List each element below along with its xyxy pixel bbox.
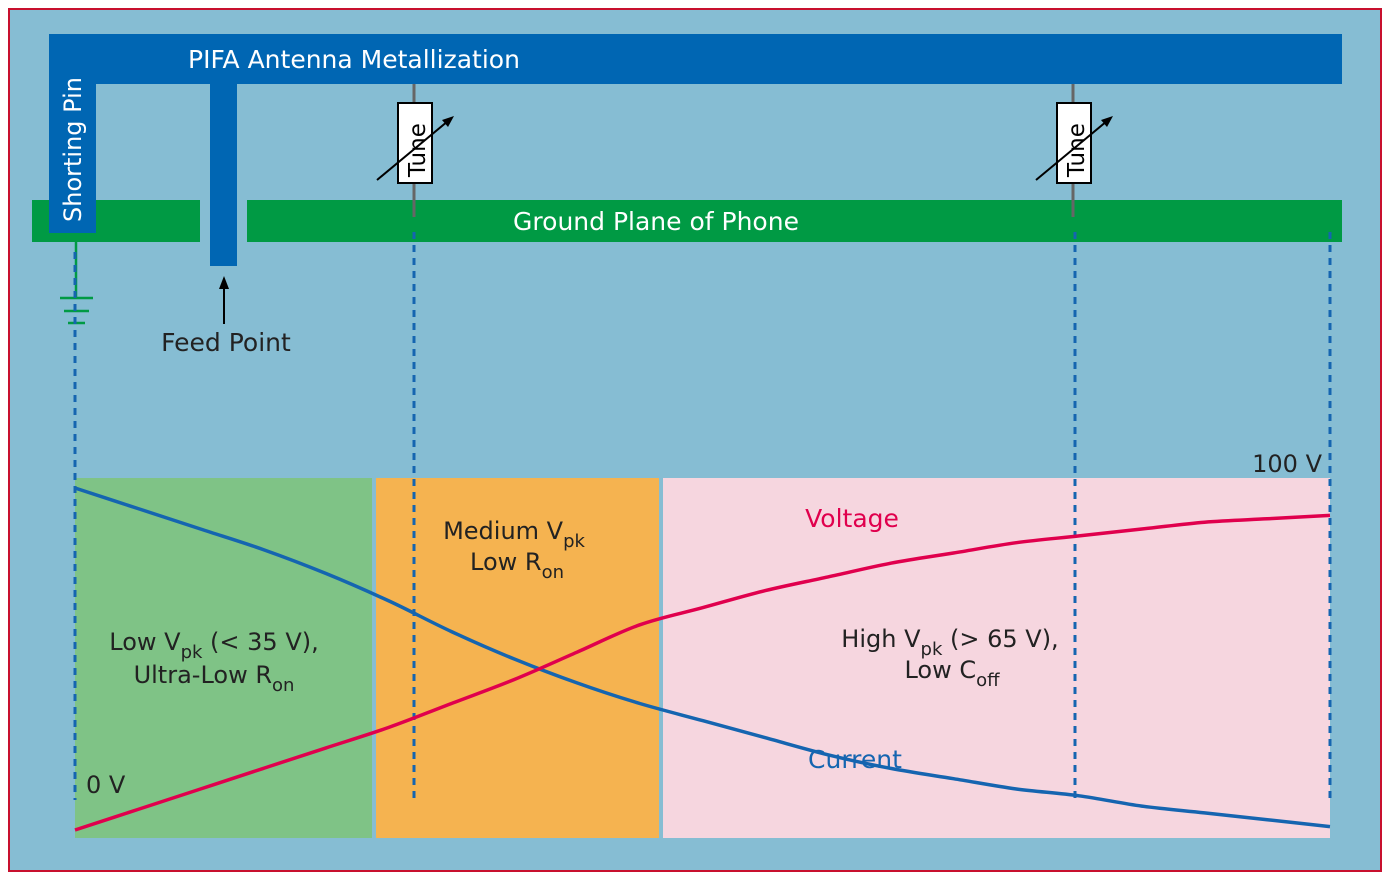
y-label-high: 100 V: [1252, 450, 1322, 478]
current-curve: [74, 486, 1331, 829]
tune-element-2: Tune: [1035, 84, 1113, 217]
feed-point-label: Feed Point: [161, 328, 291, 357]
region-label-medium: Medium Vpk Low Ron: [443, 517, 585, 583]
svg-text:Low Vpk (< 35 V),: Low Vpk (< 35 V),: [109, 628, 318, 663]
feed-point-stub: [210, 84, 237, 266]
variable-arrow-icon: [1035, 120, 1108, 181]
y-label-low: 0 V: [86, 771, 126, 799]
variable-arrow-icon: [376, 120, 449, 181]
region-high-vpk: [663, 478, 1330, 838]
antenna-metallization-bar: [49, 34, 1342, 84]
tune-element-1: Tune: [376, 84, 454, 217]
tune-label-2: Tune: [1064, 123, 1090, 178]
svg-text:High Vpk (> 65 V),: High Vpk (> 65 V),: [841, 625, 1058, 660]
svg-text:Ultra-Low Ron: Ultra-Low Ron: [134, 661, 295, 696]
voltage-curve: [74, 513, 1331, 832]
region-medium-vpk: [376, 478, 659, 838]
feed-point-arrowhead: [219, 276, 229, 289]
tune-label-1: Tune: [405, 123, 431, 178]
shorting-pin-label: Shorting Pin: [59, 77, 87, 222]
region-label-low: Low Vpk (< 35 V), Ultra-Low Ron: [109, 628, 318, 696]
svg-text:Low Ron: Low Ron: [470, 548, 564, 583]
svg-text:Low Coff: Low Coff: [904, 656, 1000, 691]
voltage-series-label: Voltage: [805, 504, 899, 533]
ground-plane-right: [247, 200, 1342, 242]
shorting-pin: [49, 34, 96, 233]
region-label-high: High Vpk (> 65 V), Low Coff: [841, 625, 1058, 691]
current-series-label: Current: [808, 745, 902, 774]
antenna-title: PIFA Antenna Metallization: [188, 45, 520, 74]
svg-text:Medium Vpk: Medium Vpk: [443, 517, 585, 552]
guide-lines: [73, 232, 1332, 800]
ground-plane-label: Ground Plane of Phone: [513, 207, 799, 236]
